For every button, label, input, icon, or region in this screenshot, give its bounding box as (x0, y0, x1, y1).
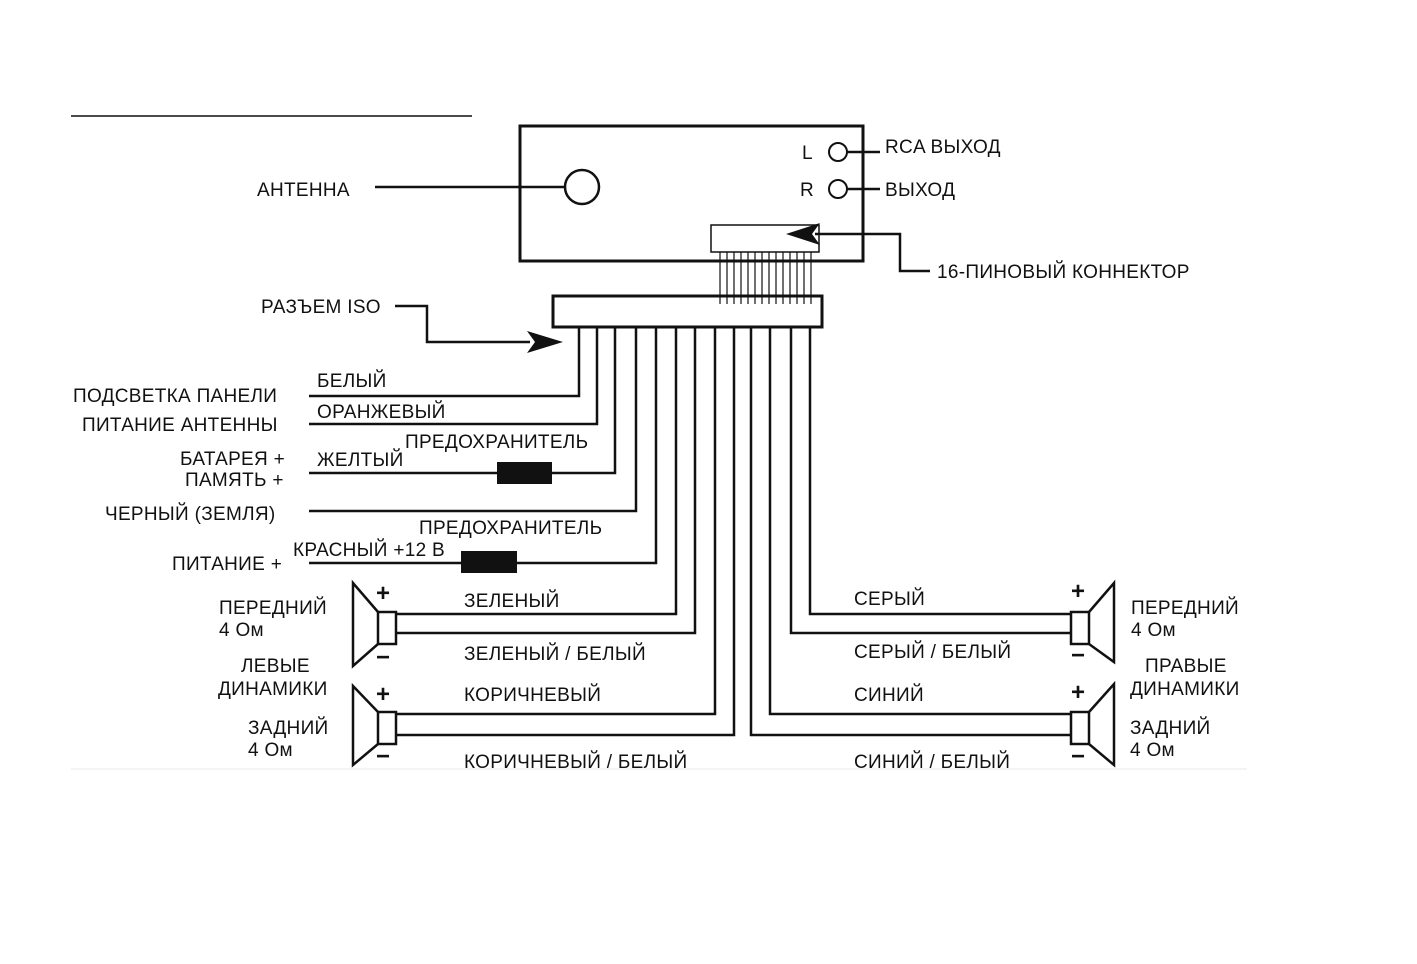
minus-sign-rear-right: − (1071, 743, 1085, 770)
wire-brown (396, 327, 717, 716)
wire-orange (309, 327, 599, 426)
head-unit-body (518, 124, 865, 263)
wire-yellow (309, 327, 617, 475)
green-white-wire-label: ЗЕЛЕНЫЙ / БЕЛЫЙ (464, 643, 646, 665)
sixteen-pin-connector (710, 224, 820, 253)
speaker-front-left-icon (351, 579, 398, 669)
antenna-label: АНТЕННА (257, 180, 350, 201)
antenna-socket-icon (563, 168, 601, 206)
plus-sign-rear-left: + (376, 681, 390, 708)
rca-right-label: ВЫХОД (885, 180, 955, 201)
battery-color-label: ЖЕЛТЫЙ (317, 449, 404, 471)
iso-connector: РАЗЪЕМ ISO (261, 294, 824, 353)
battery-func-label-2: ПАМЯТЬ + (185, 470, 284, 491)
illumination-func-label: ПОДСВЕТКА ПАНЕЛИ (73, 386, 277, 407)
plus-sign-front-right: + (1071, 578, 1085, 605)
left-front-label: ПЕРЕДНИЙ (219, 597, 327, 619)
power-wires (309, 327, 658, 565)
rca-left-letter: L (802, 143, 813, 164)
battery-func-label-1: БАТАРЕЯ + (180, 449, 285, 470)
green-wire-label: ЗЕЛЕНЫЙ (464, 590, 560, 612)
head-unit: АНТЕННА L R RCA ВЫХОД ВЫХОД (257, 124, 1190, 304)
right-group-label-2: ДИНАМИКИ (1130, 679, 1240, 700)
wire-red (309, 327, 658, 565)
right-speaker-wires (749, 327, 1072, 737)
left-rear-impedance: 4 Ом (248, 740, 293, 761)
wire-blue-white (749, 327, 1072, 737)
iso-callout-line (395, 304, 530, 344)
brown-white-wire-label: КОРИЧНЕВЫЙ / БЕЛЫЙ (464, 751, 688, 773)
wire-brown-white (396, 327, 736, 737)
rca-right-letter: R (800, 180, 814, 201)
plus-sign-front-left: + (376, 580, 390, 607)
wire-black (309, 327, 638, 513)
fuse-2-icon (461, 551, 517, 573)
wire-green (396, 327, 678, 616)
left-front-impedance: 4 Ом (219, 620, 264, 641)
ground-label: ЧЕРНЫЙ (ЗЕМЛЯ) (105, 503, 276, 525)
power-func-label: ПИТАНИЕ + (172, 554, 282, 575)
wire-gray-white (789, 327, 1072, 635)
right-rear-label: ЗАДНИЙ (1130, 717, 1210, 739)
speaker-front-right-icon (1069, 579, 1116, 665)
fuse-1-icon (497, 462, 552, 484)
connector-label: 16-ПИНОВЫЙ КОННЕКТОР (937, 261, 1190, 283)
brown-wire-label: КОРИЧНЕВЫЙ (464, 684, 601, 706)
power-color-label: КРАСНЫЙ +12 В (293, 539, 445, 561)
iso-label: РАЗЪЕМ ISO (261, 297, 381, 318)
wire-green-white (396, 327, 697, 635)
right-front-impedance: 4 Ом (1131, 620, 1176, 641)
minus-sign-front-left: − (376, 644, 390, 671)
wire-blue (768, 327, 1072, 716)
gray-white-wire-label: СЕРЫЙ / БЕЛЫЙ (854, 641, 1011, 663)
illumination-color-label: БЕЛЫЙ (317, 370, 387, 392)
left-rear-label: ЗАДНИЙ (248, 717, 328, 739)
connector-arrowhead-icon (786, 223, 820, 245)
right-rear-impedance: 4 Ом (1130, 740, 1175, 761)
speaker-rear-right-icon (1069, 680, 1116, 768)
fuse-1-label: ПРЕДОХРАНИТЕЛЬ (405, 432, 588, 453)
wire-gray (808, 327, 1072, 616)
antenna-power-color-label: ОРАНЖЕВЫЙ (317, 401, 446, 423)
left-speaker-wires (396, 327, 736, 737)
iso-arrowhead-icon (527, 331, 563, 353)
gray-wire-label: СЕРЫЙ (854, 588, 925, 610)
blue-white-wire-label: СИНИЙ / БЕЛЫЙ (854, 751, 1010, 773)
rca-left-jack-icon (828, 142, 848, 162)
rca-right-jack-icon (828, 179, 848, 199)
blue-wire-label: СИНИЙ (854, 684, 924, 706)
right-front-label: ПЕРЕДНИЙ (1131, 597, 1239, 619)
connector-callout-line (815, 232, 930, 273)
iso-connector-block (551, 294, 824, 329)
minus-sign-front-right: − (1071, 642, 1085, 669)
speaker-rear-left-icon (351, 682, 398, 768)
rca-left-label: RCA ВЫХОД (885, 137, 1001, 158)
left-group-label-2: ДИНАМИКИ (218, 679, 328, 700)
right-group-label-1: ПРАВЫЕ (1145, 656, 1227, 677)
minus-sign-rear-left: − (376, 743, 390, 770)
antenna-power-func-label: ПИТАНИЕ АНТЕННЫ (82, 415, 278, 436)
left-group-label-1: ЛЕВЫЕ (241, 656, 310, 677)
plus-sign-rear-right: + (1071, 679, 1085, 706)
fuse-2-label: ПРЕДОХРАНИТЕЛЬ (419, 518, 602, 539)
wire-white (309, 327, 581, 398)
